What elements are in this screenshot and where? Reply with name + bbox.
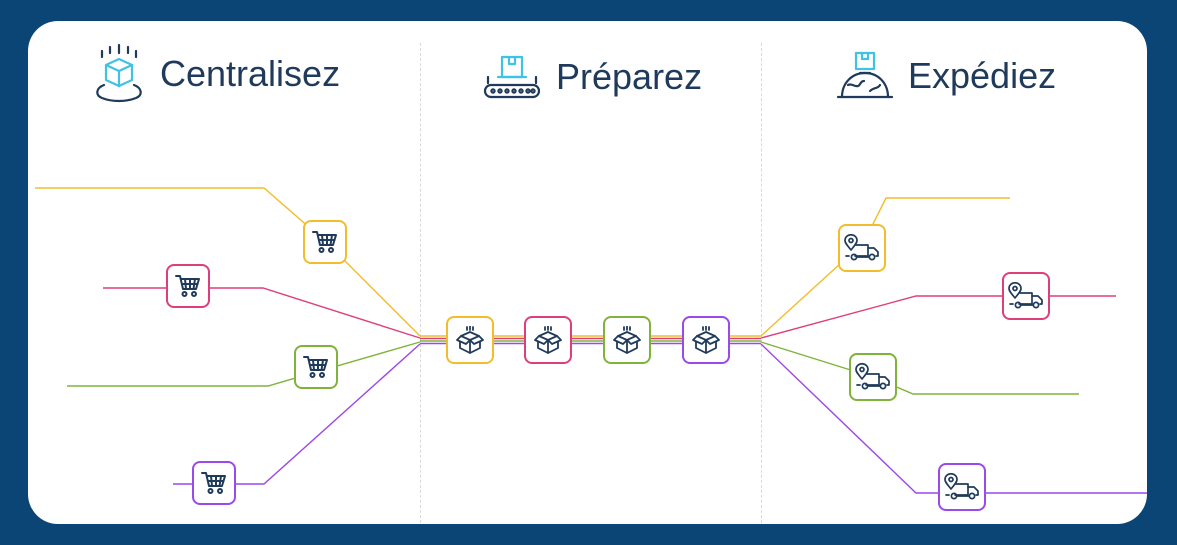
- flow-line-green-ship: [760, 341, 1079, 395]
- conveyor-box-icon: [482, 51, 542, 103]
- prepare-node-purple: [682, 316, 730, 364]
- prepare-node-green: [603, 316, 651, 364]
- flow-line-pink-order: [103, 287, 421, 339]
- open-box-icon: [612, 326, 642, 354]
- ship-node-yellow: [838, 224, 886, 272]
- flow-line-yellow-ship: [760, 197, 1010, 337]
- heading-label-ship: Expédiez: [908, 55, 1057, 96]
- order-node-yellow: [303, 220, 347, 264]
- order-node-purple: [192, 461, 236, 505]
- open-box-icon: [455, 326, 485, 354]
- flow-line-purple-ship: [760, 343, 1147, 494]
- heading-centralize: Centralisez: [92, 43, 340, 105]
- ship-node-purple: [938, 463, 986, 511]
- shopping-cart-icon: [201, 471, 227, 495]
- delivery-truck-icon: [944, 473, 980, 501]
- heading-prepare: Préparez: [482, 51, 702, 103]
- heading-label-centralize: Centralisez: [160, 53, 341, 94]
- flow-line-green-order: [67, 341, 421, 387]
- globe-box-icon: [836, 51, 894, 101]
- ship-node-green: [849, 353, 897, 401]
- ship-node-pink: [1002, 272, 1050, 320]
- process-card: Centralisez: [28, 21, 1147, 524]
- delivery-truck-icon: [844, 234, 880, 262]
- prepare-node-pink: [524, 316, 572, 364]
- prepare-node-yellow: [446, 316, 494, 364]
- delivery-truck-icon: [855, 363, 891, 391]
- flow-line-yellow-order: [35, 187, 421, 337]
- heading-label-prepare: Préparez: [556, 56, 703, 97]
- column-divider-left: [420, 43, 421, 523]
- delivery-truck-icon: [1008, 282, 1044, 310]
- column-divider-right: [761, 43, 762, 523]
- open-box-icon: [691, 326, 721, 354]
- open-box-icon: [533, 326, 563, 354]
- shopping-cart-icon: [175, 274, 201, 298]
- shopping-cart-icon: [303, 355, 329, 379]
- flow-line-pink-ship: [760, 295, 1116, 339]
- heading-ship: Expédiez: [836, 51, 1056, 101]
- order-node-pink: [166, 264, 210, 308]
- box-scanner-icon: [92, 43, 146, 105]
- shopping-cart-icon: [312, 230, 338, 254]
- order-node-green: [294, 345, 338, 389]
